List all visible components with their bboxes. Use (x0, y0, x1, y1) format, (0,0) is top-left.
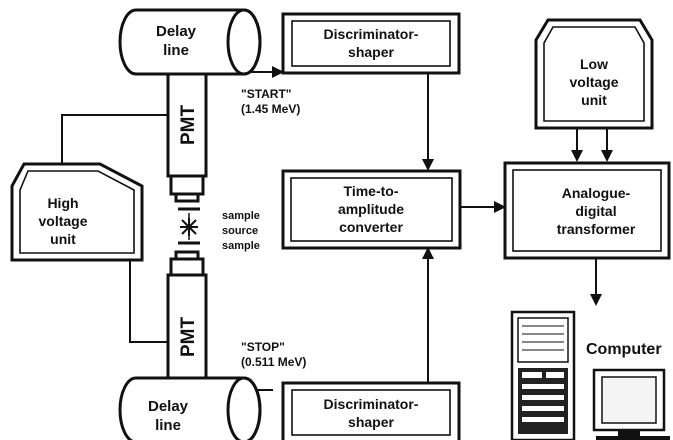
low-voltage-label-2: voltage (569, 74, 618, 90)
time-to-amplitude-converter: Time-to- amplitude converter (281, 169, 462, 250)
delay-line-top-label-2: line (163, 42, 189, 59)
discriminator-top-label-2: shaper (348, 44, 394, 60)
pmt-bottom-label: PMT (178, 317, 199, 358)
pmt-bottom: PMT (166, 250, 208, 385)
high-voltage-label-1: High (47, 195, 78, 211)
computer-monitor (592, 368, 670, 440)
discriminator-top-label-1: Discriminator- (324, 26, 419, 42)
analogue-digital-transformer: Analogue- digital transformer (503, 161, 671, 260)
low-voltage-label-1: Low (580, 56, 608, 72)
adc-label-1: Analogue- (562, 185, 631, 201)
arrow-to-tac-from-bottom (422, 247, 434, 259)
desktop-computer-icon: Computer (510, 310, 670, 440)
stop-energy-label: (0.511 MeV) (241, 355, 306, 369)
pmt-top: PMT (166, 72, 208, 203)
delay-line-bottom: Delay line (118, 376, 262, 440)
sample-label-1: sample (222, 210, 260, 222)
wire-highvoltage-to-pmt-bottom (129, 244, 168, 343)
low-voltage-label-3: unit (581, 92, 607, 108)
arrow-lowvoltage-1 (571, 150, 583, 162)
sample-label-2: sample (222, 240, 260, 252)
source-label: source (222, 225, 258, 237)
computer-label: Computer (586, 341, 662, 358)
adc-label-3: transformer (557, 221, 636, 237)
high-voltage-label-3: unit (50, 231, 76, 247)
start-label: "START" (241, 87, 291, 101)
low-voltage-unit: Low voltage unit (534, 18, 654, 130)
discriminator-bottom-label-2: shaper (348, 414, 394, 430)
computer-tower (510, 310, 576, 440)
pmt-top-label: PMT (178, 105, 199, 146)
start-energy-label: (1.45 MeV) (241, 102, 300, 116)
high-voltage-label-2: voltage (38, 213, 87, 229)
stop-label: "STOP" (241, 340, 285, 354)
arrow-heads (272, 66, 613, 306)
delay-line-top-label-1: Delay (156, 23, 197, 40)
tac-label-2: amplitude (338, 201, 404, 217)
adc-label-2: digital (575, 203, 616, 219)
arrow-to-tac-from-top (422, 159, 434, 171)
discriminator-shaper-top: Discriminator- shaper (281, 12, 461, 75)
arrow-to-computer (590, 294, 602, 306)
delay-line-bottom-label-2: line (155, 417, 181, 434)
wire-highvoltage-to-pmt-top (61, 114, 168, 178)
tac-label-1: Time-to- (344, 183, 399, 199)
tac-label-3: converter (339, 219, 403, 235)
delay-line-bottom-label-1: Delay (148, 398, 189, 415)
arrow-to-discriminator-top (272, 66, 284, 78)
arrow-to-adc (494, 201, 506, 213)
wires (61, 71, 608, 391)
arrow-lowvoltage-2 (601, 150, 613, 162)
high-voltage-unit: High voltage unit (10, 162, 144, 262)
discriminator-bottom-label-1: Discriminator- (324, 396, 419, 412)
sample-source-stack: sample source sample (178, 207, 260, 252)
delay-line-top: Delay line (118, 8, 262, 76)
star-burst-icon (180, 218, 198, 236)
discriminator-shaper-bottom: Discriminator- shaper (281, 381, 461, 440)
